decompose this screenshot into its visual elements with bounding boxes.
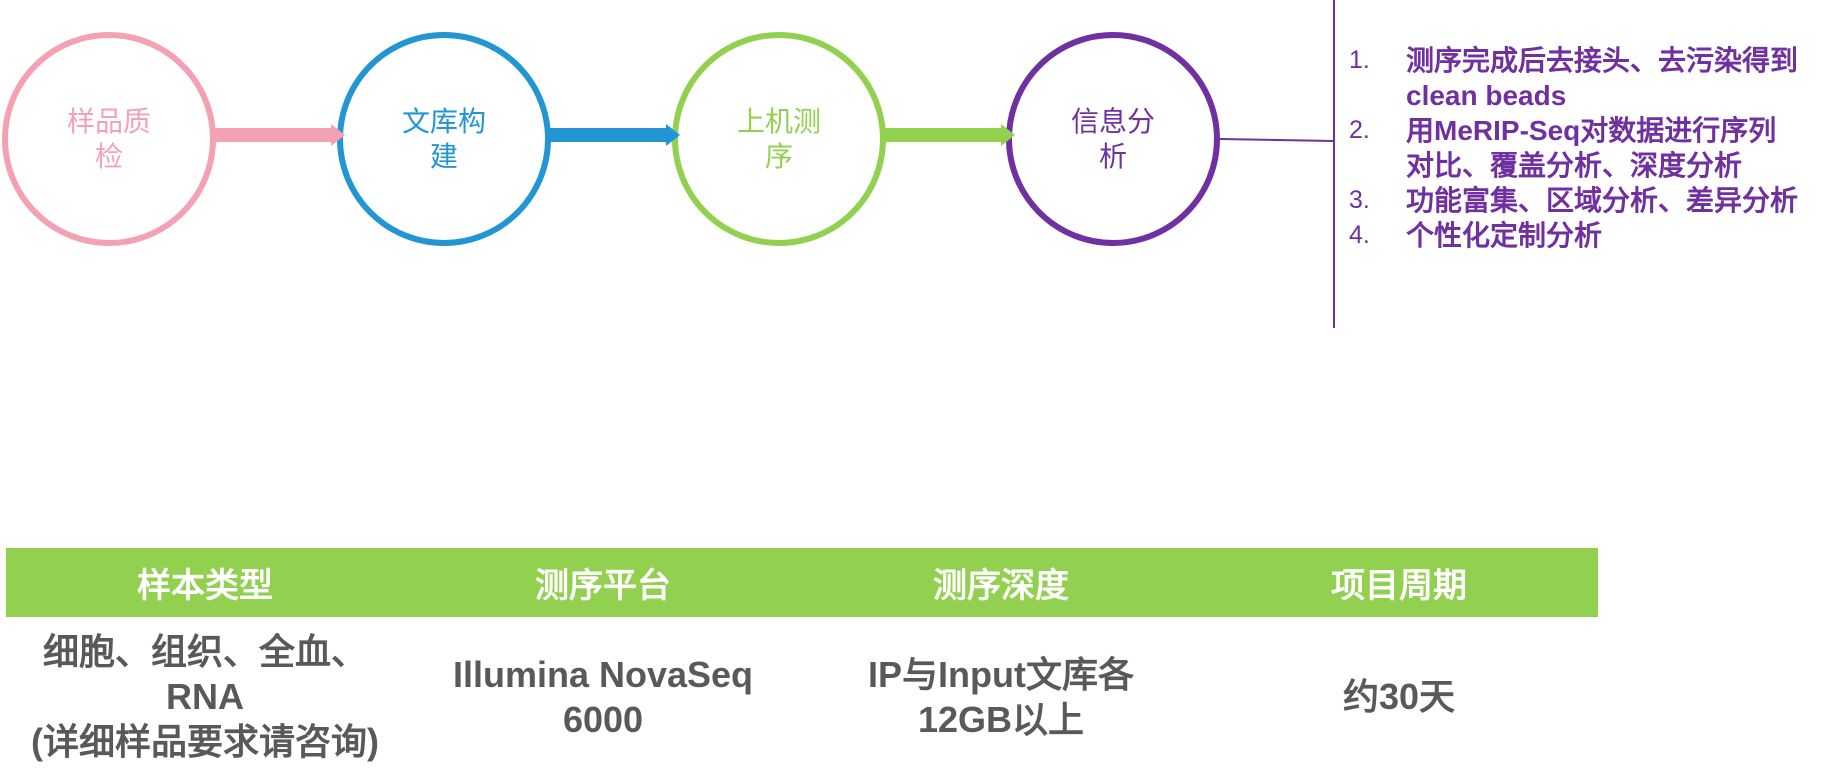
list-item-line: 对比、覆盖分析、深度分析: [1406, 150, 1743, 181]
cell-platform: Illumina NovaSeq 6000: [404, 617, 802, 776]
cell-text-line: 细胞、组织、全血、: [42, 631, 367, 672]
header-platform: 测序平台: [535, 567, 671, 605]
cell-depth: IP与Input文库各 12GB以上: [802, 617, 1200, 776]
cell-text-line: 6000: [562, 698, 644, 740]
cell-text-line: IP与Input文库各: [868, 653, 1134, 695]
cell-text-line: 约30天: [1342, 676, 1456, 717]
service-info-table: 样本类型 测序平台 测序深度 项目周期 细胞、组织、全血、 RNA (详细样品要…: [6, 548, 1598, 776]
table-header-row: 样本类型 测序平台 测序深度 项目周期: [6, 548, 1598, 617]
cell-duration: 约30天: [1200, 617, 1598, 776]
list-item: 1. 测序完成后去接头、去污染得到 clean beads: [1349, 43, 1798, 113]
arrow-head-icon: [666, 124, 680, 146]
list-item-text: 功能富集、区域分析、差异分析: [1406, 183, 1798, 218]
list-item: 4. 个性化定制分析: [1349, 218, 1798, 253]
list-item-number: 1.: [1349, 46, 1370, 74]
list-item-line: 功能富集、区域分析、差异分析: [1406, 185, 1799, 216]
arrow-head-icon: [1001, 124, 1015, 146]
list-item-line: 测序完成后去接头、去污染得到: [1406, 45, 1799, 76]
step-label-line: 检: [94, 141, 123, 172]
header-sample-type: 样本类型: [137, 567, 273, 605]
analysis-list: 1. 测序完成后去接头、去污染得到 clean beads 2. 用MeRIP-…: [1349, 43, 1798, 253]
step-bioinformatics-analysis: 信息分 析: [1006, 32, 1220, 246]
arrow-shaft: [213, 128, 331, 142]
arrow-shaft: [548, 128, 666, 142]
header-depth: 测序深度: [933, 567, 1069, 605]
step-label-line: 建: [429, 141, 458, 172]
cell-text-line: 12GB以上: [917, 698, 1085, 740]
list-item-number: 3.: [1349, 186, 1370, 214]
cell-text-line: (详细样品要求请咨询): [31, 721, 379, 762]
step-label-line: 信息分: [1070, 106, 1155, 137]
list-item-text: 测序完成后去接头、去污染得到 clean beads: [1406, 43, 1798, 113]
step-label-line: 析: [1098, 141, 1127, 172]
connector-line: [1219, 138, 1335, 142]
step-label-line: 序: [764, 141, 793, 172]
step-sequencing: 上机测 序: [672, 32, 886, 246]
step-label-line: 文库构: [401, 106, 486, 137]
header-duration: 项目周期: [1331, 567, 1467, 605]
arrow-shaft: [883, 128, 1001, 142]
list-item: 2. 用MeRIP-Seq对数据进行序列 对比、覆盖分析、深度分析: [1349, 113, 1798, 183]
step-library-construction: 文库构 建: [337, 32, 551, 246]
flow-arrow: [213, 124, 345, 146]
arrow-head-icon: [331, 124, 345, 146]
list-item-text: 个性化定制分析: [1406, 218, 1602, 253]
list-item: 3. 功能富集、区域分析、差异分析: [1349, 183, 1798, 218]
list-item-line: 用MeRIP-Seq对数据进行序列: [1406, 115, 1777, 146]
list-item-line: clean beads: [1406, 80, 1567, 111]
flow-arrow: [883, 124, 1015, 146]
cell-sample-type: 细胞、组织、全血、 RNA (详细样品要求请咨询): [6, 617, 404, 776]
list-item-number: 4.: [1349, 221, 1370, 249]
table-row: 细胞、组织、全血、 RNA (详细样品要求请咨询) Illumina NovaS…: [6, 617, 1598, 776]
list-item-number: 2.: [1349, 116, 1370, 144]
cell-text-line: Illumina NovaSeq: [452, 653, 754, 695]
list-item-line: 个性化定制分析: [1406, 220, 1603, 251]
list-item-text: 用MeRIP-Seq对数据进行序列 对比、覆盖分析、深度分析: [1406, 113, 1776, 183]
cell-text-line: RNA: [166, 676, 244, 717]
flow-arrow: [548, 124, 680, 146]
step-sample-qc: 样品质 检: [2, 32, 216, 246]
step-label-line: 样品质: [66, 106, 151, 137]
step-label-line: 上机测: [736, 106, 821, 137]
